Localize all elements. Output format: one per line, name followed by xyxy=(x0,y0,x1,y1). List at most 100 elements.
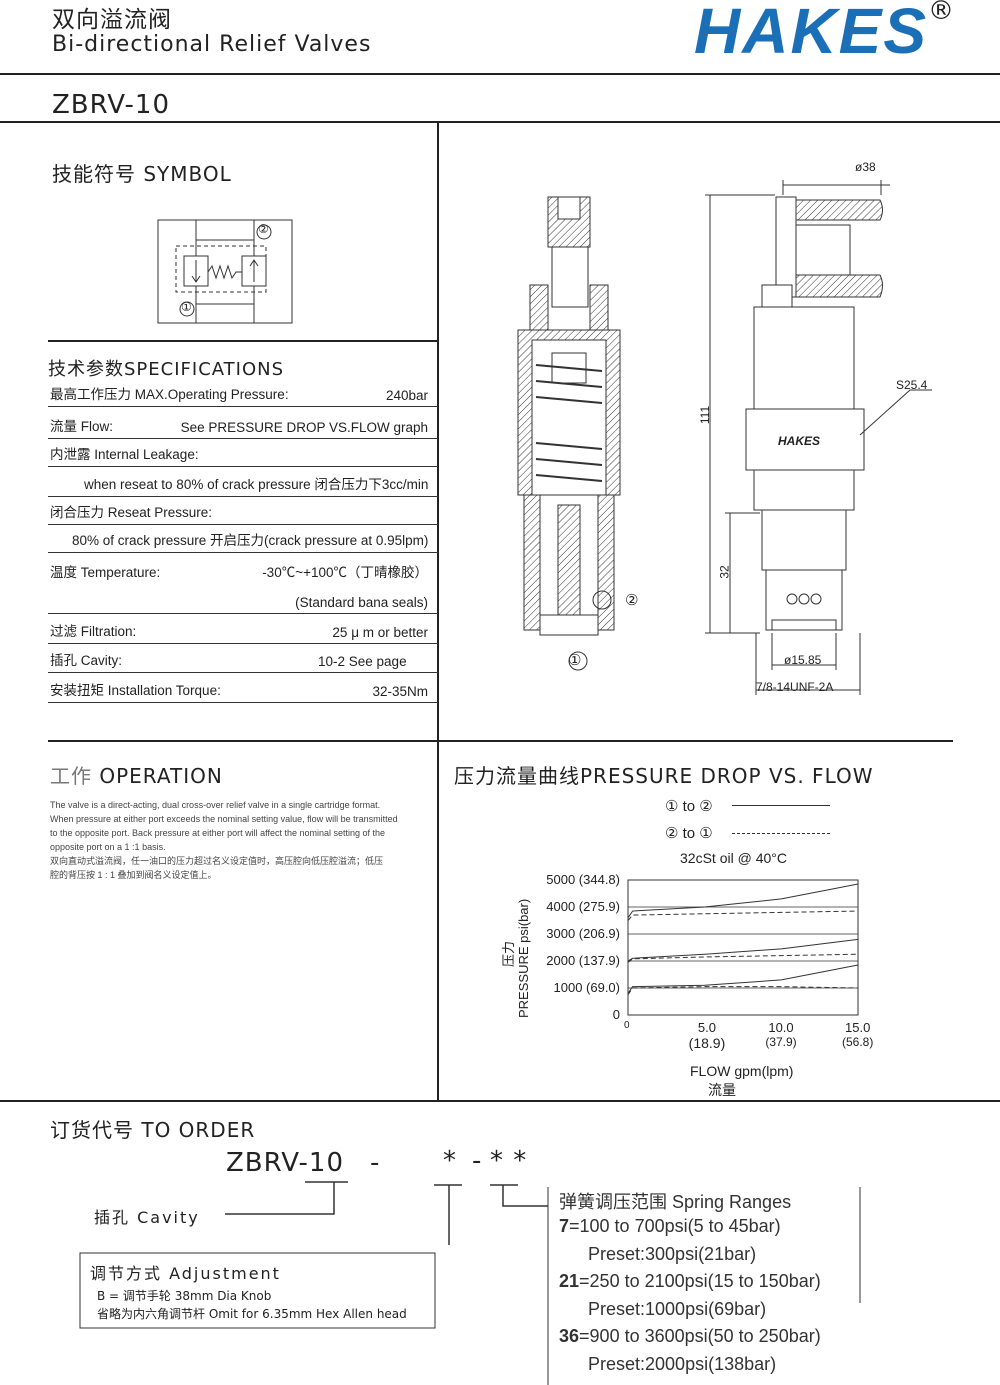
spec-row-temperature: 温度 Temperature: -30℃~+100℃（丁晴橡胶） xyxy=(48,558,438,584)
chart-y-tick-label: 1000 (69.0) xyxy=(553,980,621,995)
body-brand-mark: HAKES xyxy=(778,434,821,448)
dim-insert-length: 32 xyxy=(717,565,732,579)
spec-row-cavity: 插孔 Cavity: 10-2 See page xyxy=(48,646,438,673)
chart-x-tick-top: 5.0 xyxy=(697,1020,716,1035)
spec-row-pressure: 最高工作压力 MAX.Operating Pressure: 240bar xyxy=(48,380,438,407)
spec-value: 25 μ m or better xyxy=(332,625,428,640)
spring-range-21: 21=250 to 2100psi(15 to 150bar) xyxy=(559,1271,821,1292)
title-english: Bi-directional Relief Valves xyxy=(52,32,372,57)
spec-value: when reseat to 80% of crack pressure 闭合压… xyxy=(84,477,429,492)
hydraulic-symbol xyxy=(157,219,293,324)
symbol-divider xyxy=(48,340,438,342)
chart-y-tick-label: 0 xyxy=(612,1007,620,1022)
chart-series-line-high-solid xyxy=(627,883,859,919)
spec-value: 10-2 See page xyxy=(318,654,407,669)
spec-label: 过滤 Filtration: xyxy=(50,624,137,639)
chart-x-tick-top: 0 xyxy=(624,1020,630,1031)
operation-line: 双向直动式溢流阀，任一油口的压力超过名义设定值时，高压腔向低压腔溢流；低压 xyxy=(50,856,384,866)
spec-label: 温度 Temperature: xyxy=(50,565,161,580)
operation-title: 工作 OPERATION xyxy=(50,760,223,789)
chart-x-tick-bottom: (56.8) xyxy=(842,1035,874,1049)
symbol-port1-label: ① xyxy=(181,300,192,314)
spec-value: -30℃~+100℃（丁晴橡胶） xyxy=(262,565,428,580)
chart-x-tick-top: 15.0 xyxy=(845,1020,871,1035)
dim-total-length: 111 xyxy=(698,405,713,425)
dim-knob-diameter: ø38 xyxy=(855,160,876,174)
drawing-port1-label: ① xyxy=(568,651,582,669)
order-divider xyxy=(0,1100,1000,1102)
spring-code: 21 xyxy=(559,1271,580,1291)
chart-x-tick-label: 0 xyxy=(624,1020,630,1031)
legend-dashed-line xyxy=(732,833,830,834)
spring-range: =900 to 3600psi(50 to 250bar) xyxy=(579,1326,821,1346)
operation-title-en: OPERATION xyxy=(99,764,223,788)
chart-series-line-mid-solid xyxy=(627,938,859,962)
operation-line: When pressure at either port exceeds the… xyxy=(50,814,398,824)
spring-ranges-title: 弹簧调压范围 Spring Ranges xyxy=(559,1192,792,1212)
x-axis-label-cn: 流量 xyxy=(708,1082,736,1098)
spec-value: 32-35Nm xyxy=(372,684,428,699)
specs-title: 技术参数SPECIFICATIONS xyxy=(48,359,285,380)
registered-mark: ® xyxy=(928,0,954,26)
spec-row-leakage: 内泄露 Internal Leakage: xyxy=(48,440,438,467)
legend-solid-line xyxy=(732,805,830,806)
operation-line: opposite port on a 1 :1 basis. xyxy=(50,842,166,852)
model-divider xyxy=(0,121,1000,123)
spec-row-reseat-value: 80% of crack pressure 开启压力(crack pressur… xyxy=(48,526,438,553)
chart-x-tick-bottom: (18.9) xyxy=(688,1035,726,1051)
chart-series-line-low-solid xyxy=(627,964,859,994)
symbol-title: 技能符号 SYMBOL xyxy=(52,162,232,186)
spring-range-7: 7=100 to 700psi(5 to 45bar) xyxy=(559,1216,781,1237)
spec-row-filtration: 过滤 Filtration: 25 μ m or better xyxy=(48,617,438,644)
dim-spigot-diameter: ø15.85 xyxy=(784,653,822,667)
order-dash1: - xyxy=(370,1148,381,1178)
spring-preset-21: Preset:1000psi(69bar) xyxy=(588,1299,767,1319)
x-axis-label: FLOW gpm(lpm) xyxy=(690,1063,794,1079)
spec-value: (Standard bana seals) xyxy=(295,595,428,610)
order-adjust-placeholder: * xyxy=(443,1146,457,1176)
cavity-label: 插孔 Cavity xyxy=(94,1208,200,1227)
dim-thread: 7/8-14UNF-2A xyxy=(756,680,834,694)
chart-grid xyxy=(627,879,859,1016)
spec-label: 流量 Flow: xyxy=(50,419,114,434)
operation-line: The valve is a direct-acting, dual cross… xyxy=(50,800,381,810)
legend-solid-label: ① to ② xyxy=(665,798,713,815)
operation-line: to the opposite port. Back pressure at e… xyxy=(50,828,386,838)
spring-code: 7 xyxy=(559,1216,570,1236)
spec-row-reseat: 闭合压力 Reseat Pressure: xyxy=(48,498,438,525)
mid-divider xyxy=(48,740,953,742)
operation-line: 腔的背压按 1 : 1 叠加到阀名义设定值上。 xyxy=(50,870,217,880)
chart-x-tick-label: 5.0(18.9) xyxy=(689,1020,726,1051)
chart-series-line-high-dashed xyxy=(627,910,859,921)
spec-label: 最高工作压力 MAX.Operating Pressure: xyxy=(50,387,289,402)
order-spring-placeholder: * * xyxy=(490,1146,528,1176)
title-chinese: 双向溢流阀 xyxy=(52,7,172,33)
adjustment-option-b: B = 调节手轮 38mm Dia Knob xyxy=(97,1289,272,1303)
operation-description: The valve is a direct-acting, dual cross… xyxy=(50,798,422,882)
chart-x-tick-bottom: (37.9) xyxy=(765,1035,797,1049)
model-number: ZBRV-10 xyxy=(52,90,171,120)
chart-x-tick-label: 10.0(37.9) xyxy=(765,1020,796,1049)
chart-series xyxy=(627,883,859,996)
chart-series-line-mid-dashed xyxy=(627,953,859,963)
operation-title-cn: 工作 xyxy=(50,764,92,788)
spec-row-leakage-value: when reseat to 80% of crack pressure 闭合压… xyxy=(48,470,438,497)
order-connector-lines xyxy=(79,1181,861,1385)
drawing-port2-label: ② xyxy=(625,591,639,609)
spec-label: 内泄露 Internal Leakage: xyxy=(50,447,199,462)
spec-value: 240bar xyxy=(385,388,428,403)
order-dash2: - xyxy=(472,1146,483,1176)
spring-code: 36 xyxy=(559,1326,580,1346)
dim-hex-size: S25.4 xyxy=(896,378,928,392)
chart-subtitle: 32cSt oil @ 40°C xyxy=(680,850,787,866)
chart-x-tick-top: 10.0 xyxy=(768,1020,794,1035)
spec-row-temperature-seals: (Standard bana seals) xyxy=(48,587,438,614)
adjustment-title: 调节方式 Adjustment xyxy=(90,1264,281,1283)
chart-y-tick-label: 3000 (206.9) xyxy=(546,926,620,941)
pressure-flow-chart xyxy=(627,879,859,1016)
chart-y-tick-label: 2000 (137.9) xyxy=(546,953,620,968)
legend-dashed-label: ② to ① xyxy=(665,825,713,842)
chart-title: 压力流量曲线PRESSURE DROP VS. FLOW xyxy=(454,764,874,788)
brand-logo: HAKES xyxy=(694,0,929,67)
spec-row-flow: 流量 Flow: See PRESSURE DROP VS.FLOW graph xyxy=(48,412,438,439)
